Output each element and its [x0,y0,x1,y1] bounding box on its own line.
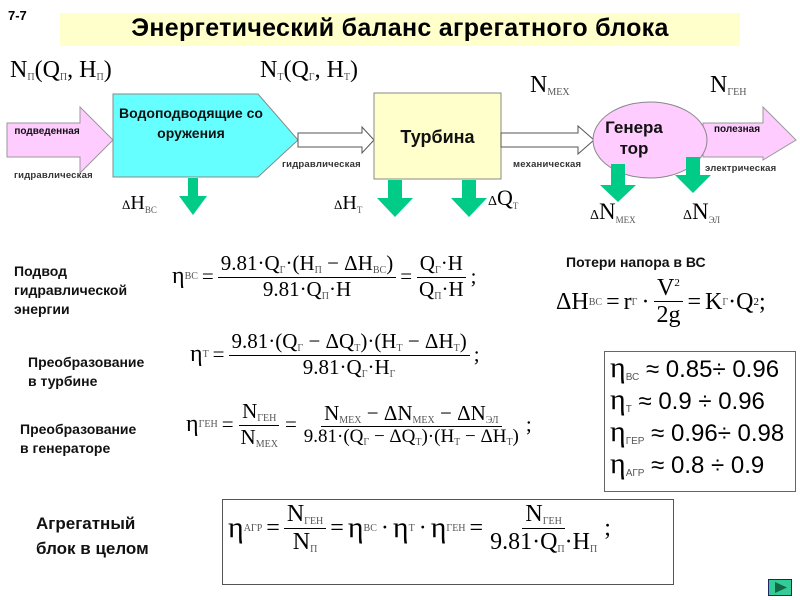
intake-block-shape [112,93,299,178]
label-n-mech: NМЕХ [530,72,570,98]
label-n-input: NП(QП, HП) [10,57,112,83]
title-background [60,13,740,46]
hydraulic-arrow-caption: гидравлическая [282,159,361,170]
intake-block-label: Водоподводящие сооружения [119,105,263,141]
head-loss-label: Потери напора в ВС [566,254,706,270]
loss-label-dn-mech: ΔNМЕХ [590,199,636,225]
efficiency-range-row: ηАГР ≈ 0.8 ÷ 0.9 [610,447,765,480]
section-label-hydraulic-supply: Подвод гидравлической энергии [14,263,128,317]
loss-arrow-dh-intake [179,178,207,215]
next-slide-button[interactable] [768,579,792,596]
mechanical-arrow [500,124,595,156]
section-label-generator: Преобразование в генераторе [20,421,137,456]
turbine-block-label: Турбина [400,127,475,147]
generator-block-label: Генератор [605,118,663,158]
efficiency-ranges-box: ηВС ≈ 0.85÷ 0.96 ηТ ≈ 0.9 ÷ 0.96 ηГЕР ≈ … [604,351,796,492]
efficiency-range-row: ηГЕР ≈ 0.96÷ 0.98 [610,415,785,448]
play-next-icon [775,582,787,593]
section-label-aggregate: Агрегатный блок в целом [36,514,149,558]
hydraulic-arrow [297,125,375,155]
page-title: Энергетический баланс агрегатного блока [131,14,669,42]
generator-block-shape [592,101,708,179]
section-label-turbine: Преобразование в турбине [28,354,145,389]
output-arrow-label: полезная [713,124,761,135]
efficiency-range-row: ηВС ≈ 0.85÷ 0.96 [610,351,780,384]
input-arrow-label: подведенная [14,126,80,137]
energy-flow-diagram [6,92,797,217]
loss-label-dh-turbine: ΔHТ [334,192,363,215]
loss-label-dq-turbine: ΔQТ [488,185,519,211]
input-arrow [6,105,114,175]
loss-arrow-dq-turbine [451,180,487,217]
loss-arrow-dn-mech [600,164,636,202]
slide-number: 7-7 [8,8,27,23]
turbine-block-shape [373,92,502,180]
loss-label-dn-el: ΔNЭЛ [683,199,721,225]
aggregate-formula-box [222,499,674,585]
label-n-turbine-input: NТ(QГ, HТ) [260,57,359,83]
input-arrow-caption: гидравлическая [14,170,93,181]
mechanical-arrow-caption: механическая [513,159,582,170]
label-n-gen: NГЕН [710,72,747,98]
output-arrow-caption: электрическая [705,163,777,174]
efficiency-range-row: ηТ ≈ 0.9 ÷ 0.96 [610,383,765,416]
loss-arrow-dh-turbine [377,180,413,217]
output-arrow [702,105,797,161]
loss-arrow-dn-el [675,157,711,193]
loss-label-dh-intake: ΔHВС [122,192,157,215]
